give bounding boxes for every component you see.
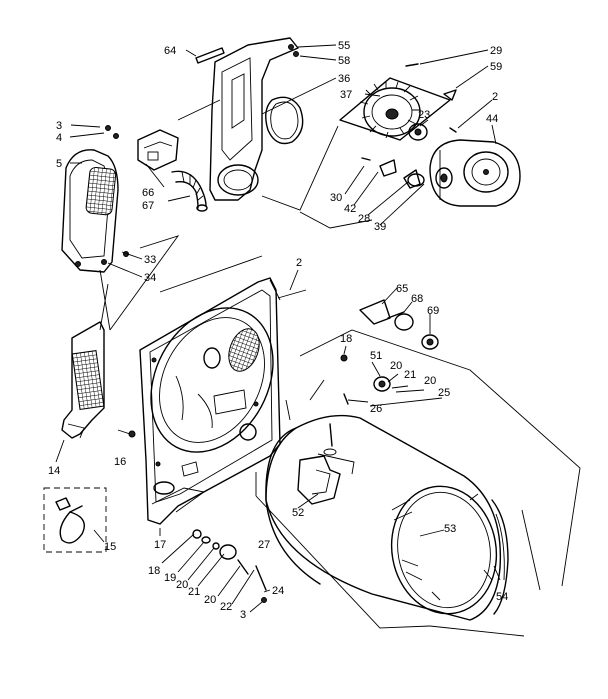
callout-15: 15	[104, 541, 116, 553]
callout-64: 64	[164, 45, 176, 57]
clamp-kit-box	[43, 487, 107, 553]
callout-25: 25	[438, 387, 450, 399]
callout-54: 54	[496, 591, 508, 603]
callout-39: 39	[374, 221, 386, 233]
small-hardware-top-right	[361, 63, 457, 189]
blower-duct-assembly	[137, 37, 304, 212]
front-bulkhead	[139, 277, 281, 525]
callout-67: 67	[142, 200, 154, 212]
lint-duct	[61, 321, 105, 439]
callout-51: 51	[370, 350, 382, 362]
callout-2-mid: 2	[296, 257, 302, 269]
callout-22: 22	[220, 601, 232, 613]
callout-20-c: 20	[176, 579, 188, 591]
callout-5: 5	[56, 158, 62, 170]
drum-bearing-hardware	[192, 529, 267, 603]
callout-3-bottom: 3	[240, 609, 246, 621]
callout-26: 26	[370, 403, 382, 415]
callout-20-b: 20	[424, 375, 436, 387]
callout-21-a: 21	[404, 369, 416, 381]
callout-19: 19	[164, 572, 176, 584]
blower-housing	[429, 139, 521, 207]
callout-55: 55	[338, 40, 350, 52]
callout-20-a: 20	[390, 360, 402, 372]
drum-support-parts	[323, 299, 439, 456]
callout-33: 33	[144, 254, 156, 266]
callout-34: 34	[144, 272, 156, 284]
callout-66: 66	[142, 187, 154, 199]
callout-14: 14	[48, 465, 60, 477]
callout-30: 30	[330, 192, 342, 204]
callout-labels: 64 55 58 36 29 59 37 2 23 44 3 4 5 66 67…	[48, 40, 508, 621]
callout-29: 29	[490, 45, 502, 57]
callout-2-top: 2	[492, 91, 498, 103]
lint-filter-housing	[61, 125, 129, 273]
callout-65: 65	[396, 283, 408, 295]
callout-52: 52	[292, 507, 304, 519]
callout-3-top: 3	[56, 120, 62, 132]
callout-36: 36	[338, 73, 350, 85]
callout-53: 53	[444, 523, 456, 535]
leader-lines	[55, 44, 581, 637]
callout-42: 42	[344, 203, 356, 215]
callout-17: 17	[154, 539, 166, 551]
callout-20-d: 20	[204, 594, 216, 606]
callout-21-b: 21	[188, 586, 200, 598]
dryer-drum	[265, 414, 509, 621]
callout-44: 44	[486, 113, 498, 125]
callout-18-right: 18	[340, 333, 352, 345]
part-23	[408, 123, 428, 141]
callout-23: 23	[418, 109, 430, 121]
blower-wheel	[339, 77, 451, 141]
callout-28: 28	[358, 213, 370, 225]
callout-69: 69	[427, 305, 439, 317]
callout-37: 37	[340, 89, 352, 101]
callout-59: 59	[490, 61, 502, 73]
callout-27: 27	[258, 539, 270, 551]
callout-24: 24	[272, 585, 284, 597]
callout-18-left: 18	[148, 565, 160, 577]
callout-4: 4	[56, 132, 62, 144]
callout-16: 16	[114, 456, 126, 468]
callout-58: 58	[338, 55, 350, 67]
callout-68: 68	[411, 293, 423, 305]
